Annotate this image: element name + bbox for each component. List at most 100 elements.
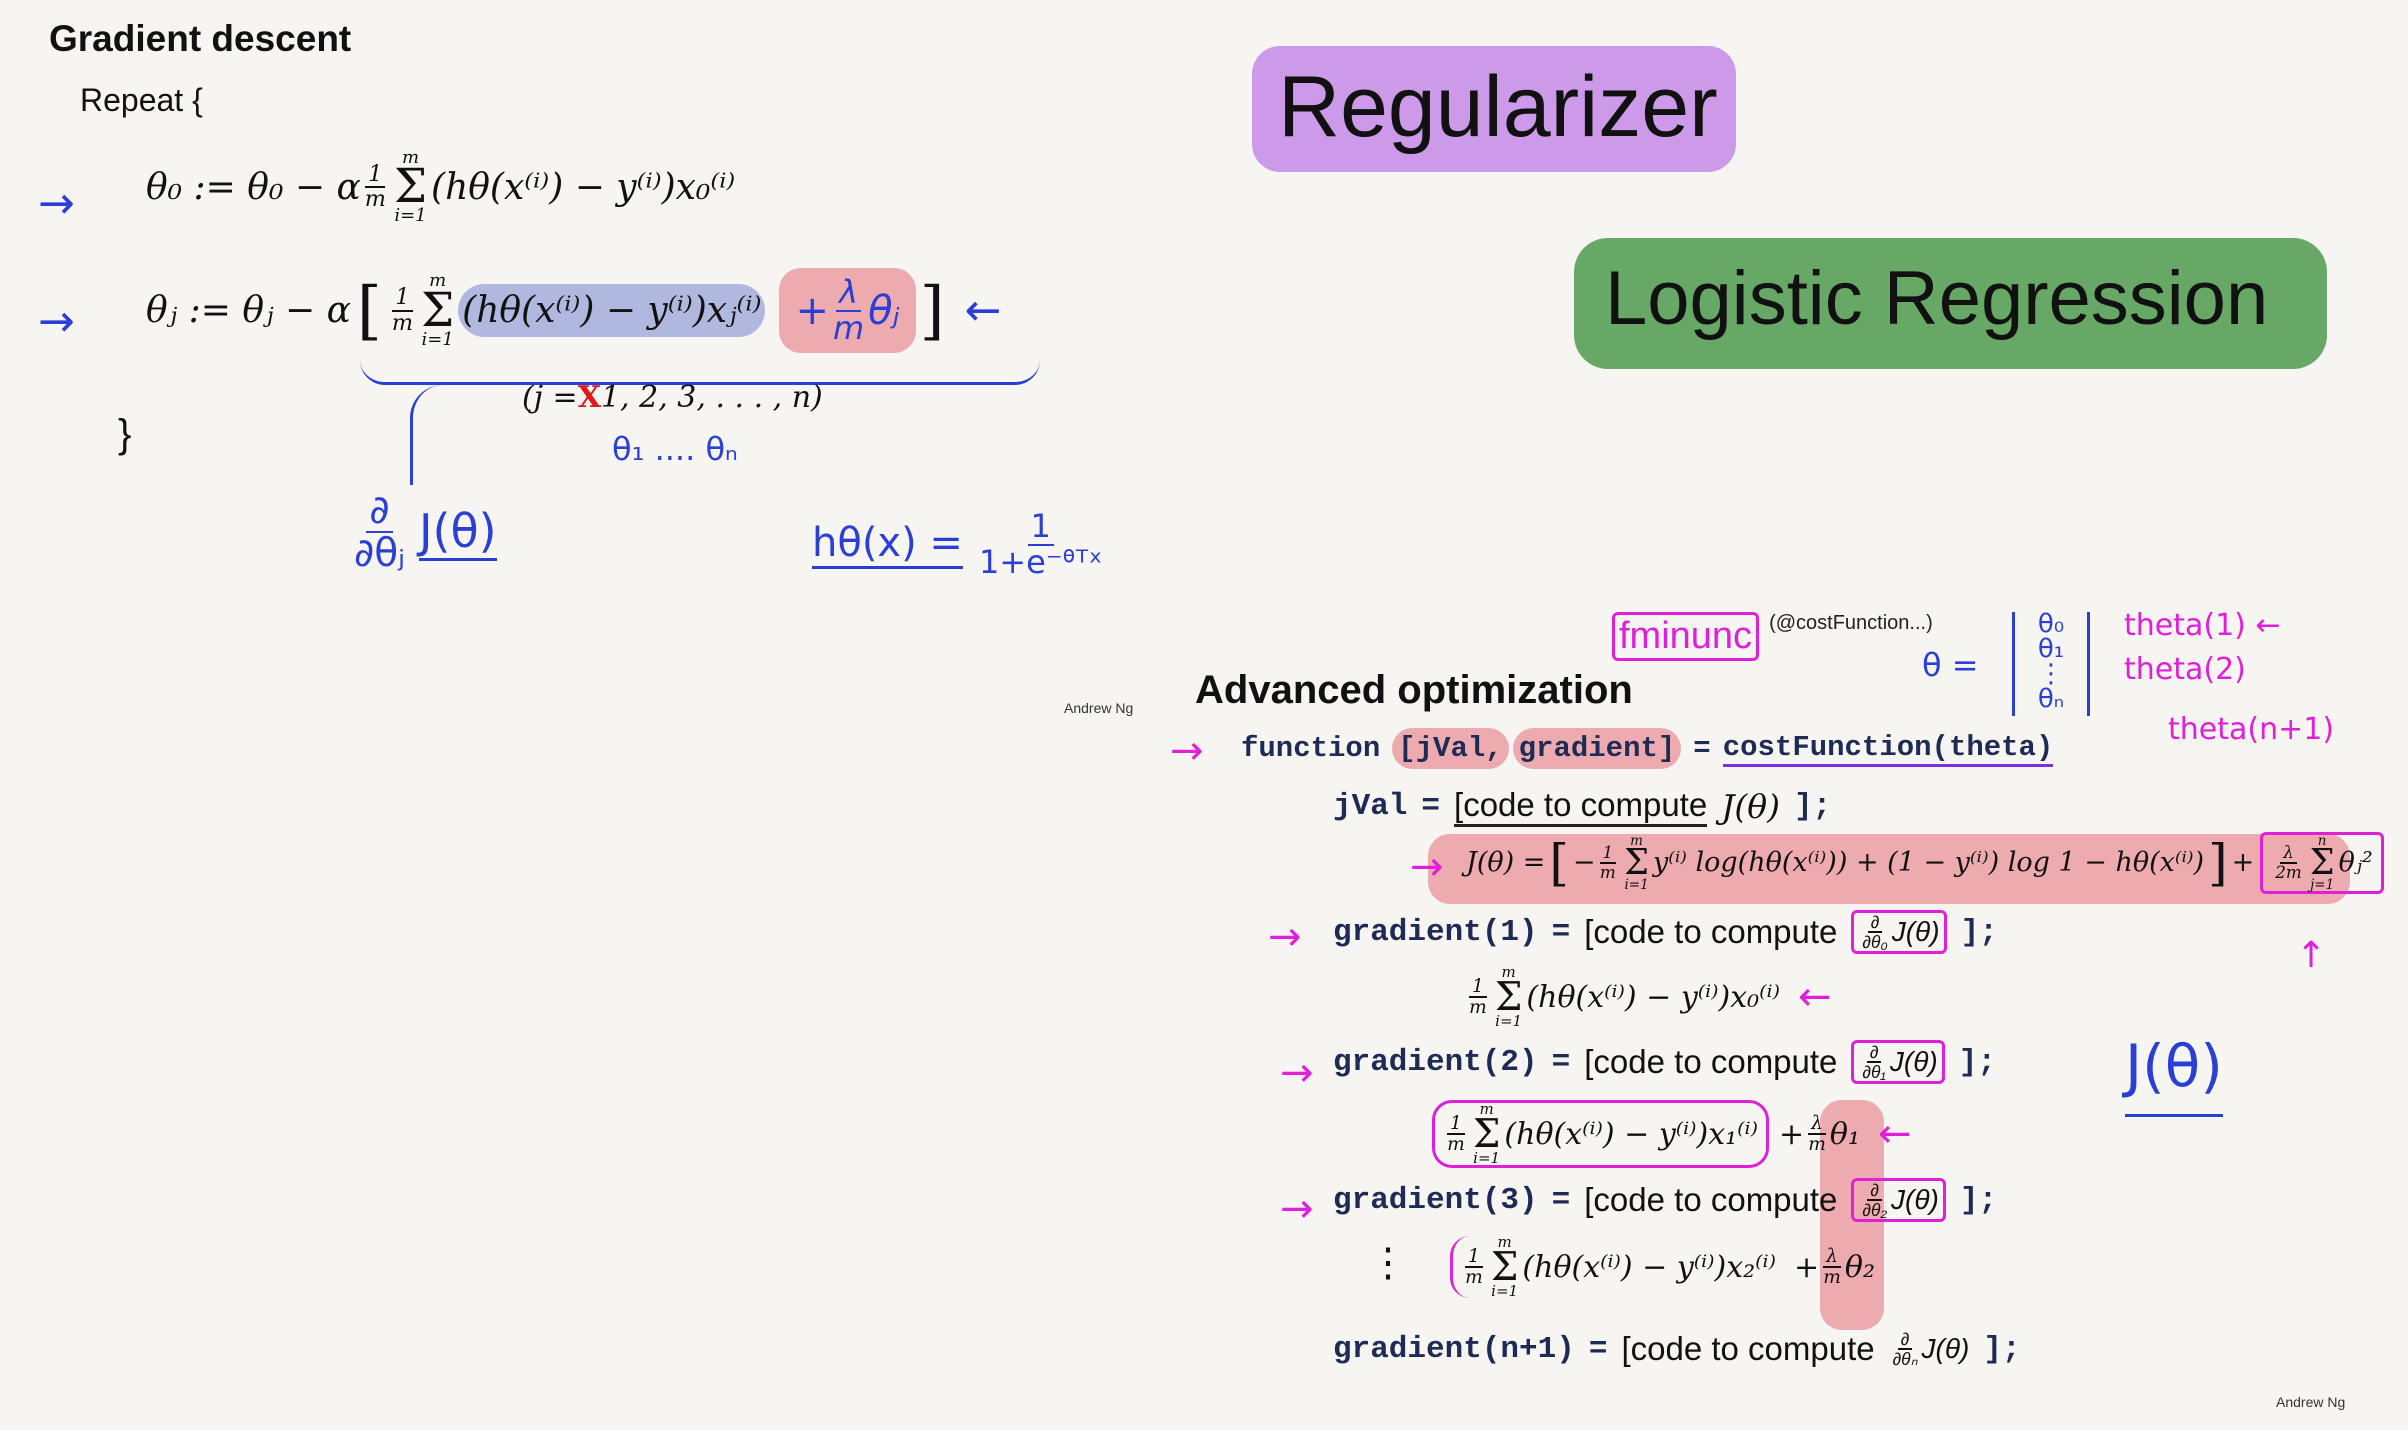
- cost-function: J(θ): [418, 504, 497, 561]
- output-jval: [jVal,: [1392, 728, 1509, 769]
- right-bracket: ]: [2208, 833, 2228, 892]
- index-label: theta(1): [2124, 608, 2246, 643]
- numerator: λ: [836, 275, 862, 312]
- numerator: ∂: [366, 490, 393, 534]
- line-end: ];: [1960, 914, 1998, 950]
- arrow-left-icon: ←: [1878, 1111, 1912, 1158]
- denominator: m: [1808, 1134, 1826, 1156]
- closing-brace: }: [118, 412, 132, 456]
- eq-body: (hθ(x⁽ⁱ⁾) − y⁽ⁱ⁾)xⱼ⁽ⁱ⁾: [458, 284, 766, 338]
- code-placeholder: [code to compute: [1584, 913, 1838, 951]
- numerator: λ: [1823, 1246, 1841, 1269]
- numerator: 1: [1599, 844, 1617, 864]
- minus: −: [1572, 847, 1596, 879]
- arrow-right-icon: →: [1170, 728, 1204, 774]
- cost-symbol: J(θ): [1721, 787, 1781, 826]
- sigma-symbol: Σ: [1490, 1244, 1519, 1290]
- eq-body: (hθ(x⁽ⁱ⁾) − y⁽ⁱ⁾)x₁⁽ⁱ⁾: [1504, 1116, 1758, 1152]
- crossed-out-zero: X: [577, 380, 601, 415]
- vertical-ellipsis: ⋮: [1368, 1241, 1408, 1285]
- numerator: 1: [1027, 509, 1054, 546]
- author-watermark: Andrew Ng: [1064, 700, 1134, 716]
- arrow-right-icon: →: [1280, 1050, 1314, 1096]
- sigma-symbol: Σ: [1624, 842, 1649, 884]
- line-end: ];: [1983, 1331, 2021, 1367]
- index-range: (j = X 1, 2, 3, . . . , n): [522, 380, 823, 415]
- eq-lhs: J(θ) =: [1466, 847, 1546, 879]
- denominator: m: [1465, 1267, 1483, 1289]
- vector-entry: θ₀: [2037, 609, 2065, 639]
- denominator: m: [833, 308, 865, 347]
- eq-body: (hθ(x⁽ⁱ⁾) − y⁽ⁱ⁾)x₀⁽ⁱ⁾: [431, 166, 736, 208]
- sigma-symbol: Σ: [393, 160, 428, 215]
- sum-lower: i=1: [1473, 1148, 1501, 1167]
- eq-body: y⁽ⁱ⁾ log(hθ(x⁽ⁱ⁾)) + (1 − y⁽ⁱ⁾) log 1 − …: [1652, 847, 2205, 879]
- index-label: theta(2): [2124, 652, 2246, 687]
- denominator: m: [364, 186, 386, 213]
- denominator: m: [1823, 1267, 1841, 1289]
- range-rest: 1, 2, 3, . . . , n): [600, 380, 823, 415]
- arrow-up-icon: ↑: [2296, 935, 2327, 976]
- eq-body: (hθ(x⁽ⁱ⁾) − y⁽ⁱ⁾)x₂⁽ⁱ⁾: [1522, 1249, 1776, 1285]
- section-title-gradient-descent: Gradient descent: [49, 18, 352, 59]
- fminunc-note: fminunc (@costFunction...): [1612, 612, 1933, 661]
- regularizer-label: Regularizer: [1278, 59, 1718, 155]
- cost-highlight: [1428, 834, 2350, 904]
- section-title-advanced-optimization: Advanced optimization: [1195, 668, 1633, 712]
- sigma-symbol: Σ: [2309, 842, 2335, 884]
- numerator: λ: [2280, 844, 2297, 864]
- sigma-symbol: Σ: [1494, 974, 1523, 1020]
- arrow-right-icon: →: [38, 178, 75, 229]
- plus: +: [1778, 1116, 1805, 1152]
- right-bracket: ]: [919, 273, 945, 348]
- sum-upper: m: [1497, 1233, 1512, 1251]
- fraction: ∂∂θ₁: [1862, 1043, 1885, 1082]
- index-label: theta(n+1): [2168, 712, 2335, 747]
- logistic-regression-label: Logistic Regression: [1605, 256, 2269, 341]
- theta-vector: θ₀ θ₁ ⋮ θₙ: [2012, 609, 2090, 716]
- sum-upper: m: [1479, 1100, 1494, 1118]
- sum-lower: i=1: [1495, 1011, 1523, 1030]
- sum-upper: m: [1630, 833, 1643, 849]
- fraction: ∂∂θ₂: [1862, 1181, 1887, 1220]
- numerator: ∂: [1867, 1181, 1882, 1202]
- cost-symbol: J(θ): [1891, 1184, 1939, 1216]
- equals: =: [1421, 789, 1441, 824]
- vector-entry: θ₁: [2037, 634, 2065, 664]
- underline-brace: [360, 360, 1040, 385]
- author-watermark: Andrew Ng: [2276, 1394, 2346, 1410]
- cost-function-note: J(θ): [2125, 1032, 2223, 1117]
- code-placeholder: [code to compute: [1621, 1330, 1875, 1368]
- gradient-var: gradient(2): [1333, 1044, 1538, 1080]
- sum-lower: i=1: [394, 205, 427, 227]
- sigma-symbol: Σ: [421, 283, 455, 338]
- logistic-regression-highlight: [1574, 238, 2327, 369]
- numerator: 1: [1469, 976, 1487, 999]
- cost-symbol: J(θ): [1891, 916, 1940, 948]
- numerator: 1: [365, 162, 386, 189]
- vector-entry: θₙ: [2037, 684, 2065, 714]
- arrow-right-icon: →: [1410, 844, 1444, 890]
